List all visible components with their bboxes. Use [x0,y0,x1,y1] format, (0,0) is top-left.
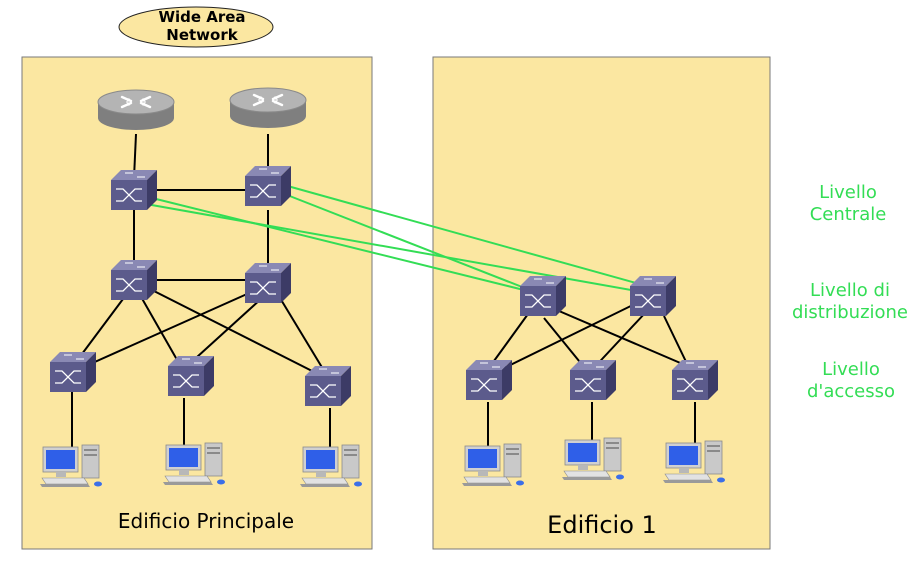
router-icon [96,88,176,132]
router-icon [228,86,308,130]
switch-icon [244,165,292,207]
switch-icon [244,262,292,304]
switch-icon [569,359,617,401]
switch-icon [519,275,567,317]
building-1-label: Edificio 1 [547,511,657,539]
building-main-label: Edificio Principale [118,509,294,533]
layer-core-label-line2: Centrale [810,204,887,225]
switch-icon [671,359,719,401]
switch-icon [465,359,513,401]
switch-icon [629,275,677,317]
wan-label-line2: Network [166,26,238,44]
layer-access-label-line1: Livello [822,359,880,380]
layer-access-label-line2: d'accesso [807,381,895,402]
switch-icon [110,259,158,301]
switch-icon [167,355,215,397]
layer-distribution-label-line1: Livello di [810,280,890,301]
switch-icon [49,351,97,393]
switch-icon [304,365,352,407]
layer-distribution-label-line2: distribuzione [792,302,908,323]
wan-ellipse [118,6,274,48]
wan-label-line1: Wide Area [158,8,245,26]
switch-icon [110,169,158,211]
layer-core-label-line1: Livello [819,182,877,203]
